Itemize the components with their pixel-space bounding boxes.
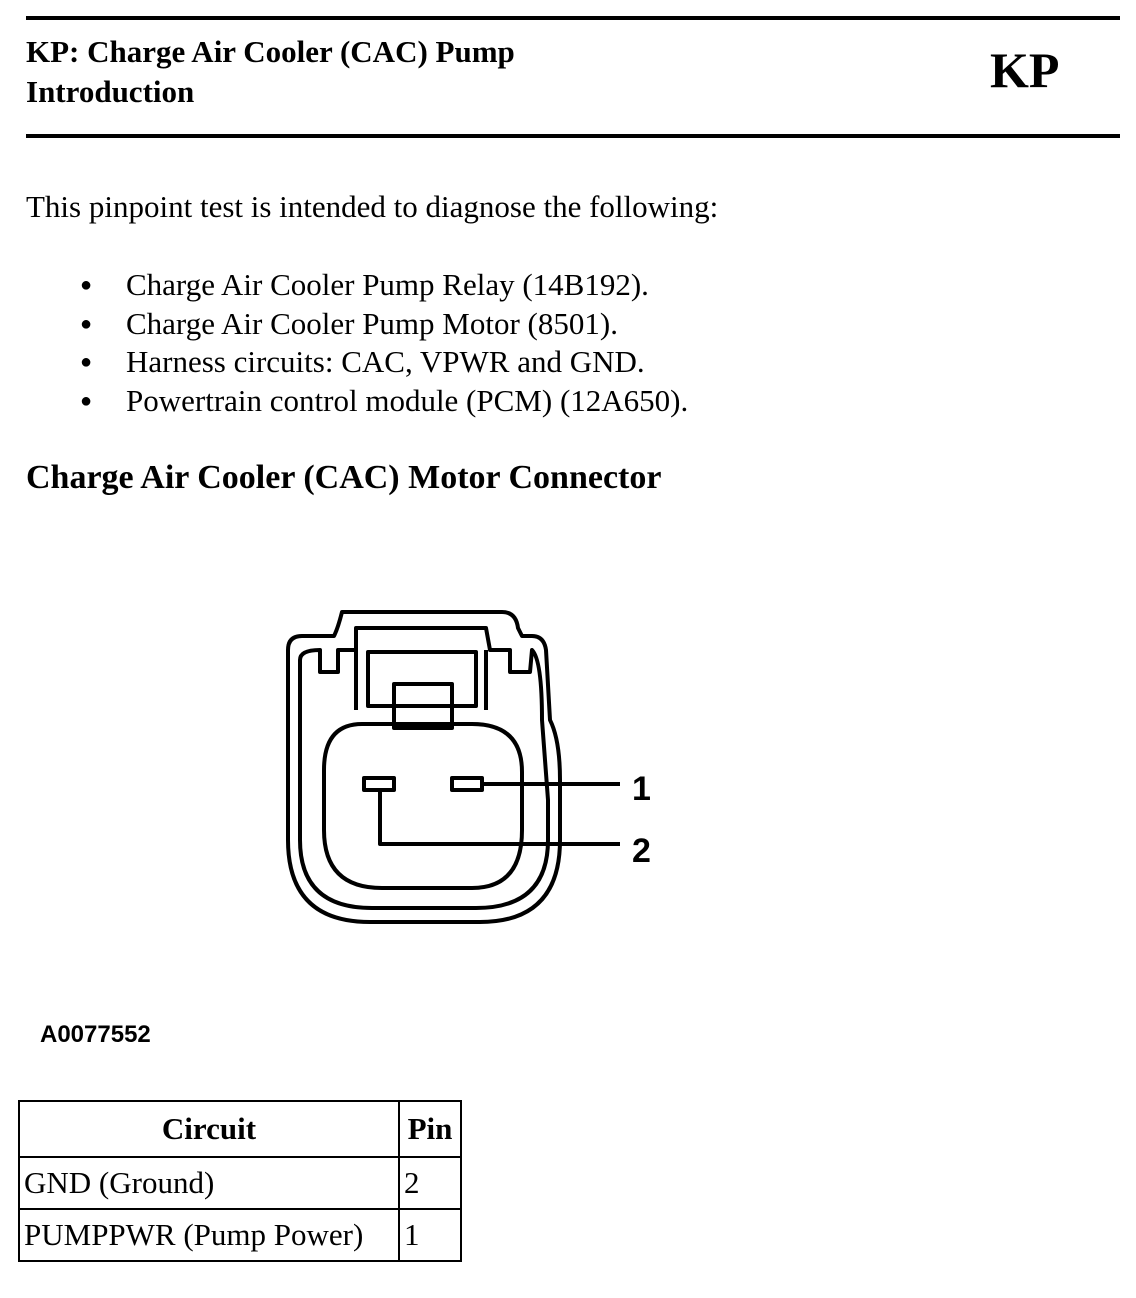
section-code: KP [990,42,1060,98]
connector-outer-housing [286,610,562,924]
bullet-icon: ● [80,389,93,412]
connector-mating-face [322,722,524,890]
bullet-icon: ● [80,274,93,296]
pin-2-label: 2 [632,832,651,870]
table-header-row: Circuit Pin [18,1100,462,1158]
cell-circuit: PUMPPWR (Pump Power) [18,1208,400,1262]
connector-inner-housing [298,626,550,910]
connector-diagram: 1 2 [286,610,651,924]
cell-pin: 2 [398,1156,462,1210]
list-item: ●Charge Air Cooler Pump Motor (8501). [76,305,688,344]
pin-1-terminal [450,776,484,792]
page-title: KP: Charge Air Cooler (CAC) Pump Introdu… [26,32,515,112]
intro-text: This pinpoint test is intended to diagno… [26,189,719,224]
title-line-2: Introduction [26,74,195,109]
diagnosis-list: ●Charge Air Cooler Pump Relay (14B192). … [76,266,688,420]
table-row: PUMPPWR (Pump Power) 1 [18,1208,462,1262]
bullet-icon: ● [80,351,93,373]
bullet-icon: ● [80,312,93,335]
header-bottom-rule [26,134,1120,138]
latch-window [366,650,478,708]
connector-latch [354,650,488,710]
section-heading: Charge Air Cooler (CAC) Motor Connector [26,459,662,496]
header-circuit: Circuit [18,1100,400,1158]
pin-2-terminal [362,776,396,792]
header-pin: Pin [398,1100,462,1158]
pin-1-label: 1 [632,770,651,808]
title-line-1: KP: Charge Air Cooler (CAC) Pump [26,34,515,69]
cell-circuit: GND (Ground) [18,1156,400,1210]
cell-pin: 1 [398,1208,462,1262]
figure-code: A0077552 [40,1021,151,1048]
list-item: ●Charge Air Cooler Pump Relay (14B192). [76,266,688,305]
pin-table: Circuit Pin GND (Ground) 2 PUMPPWR (Pump… [18,1100,462,1262]
list-item: ●Harness circuits: CAC, VPWR and GND. [76,343,688,382]
list-item: ●Powertrain control module (PCM) (12A650… [76,382,688,421]
pin-2-leader [378,790,620,846]
latch-slot [392,682,454,730]
header-top-rule [26,16,1120,20]
table-row: GND (Ground) 2 [18,1156,462,1210]
